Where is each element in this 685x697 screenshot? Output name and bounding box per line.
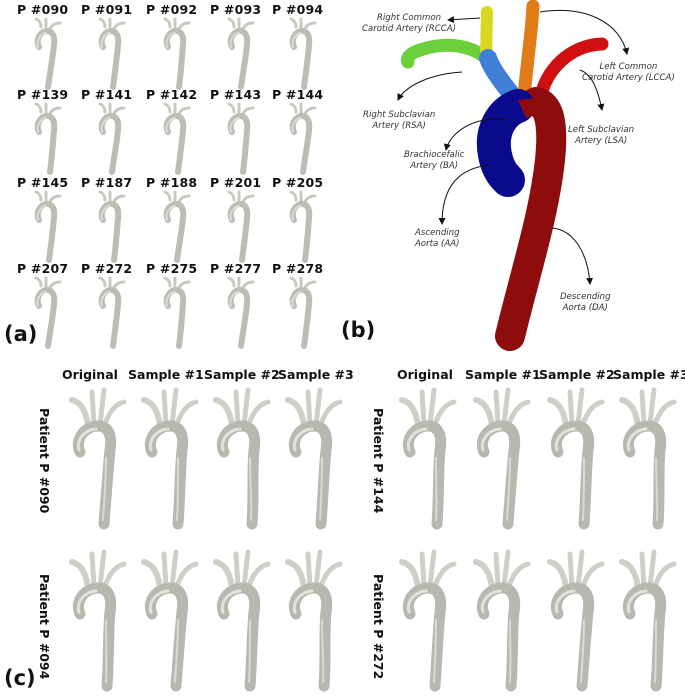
aorta-thumbnail <box>98 276 126 349</box>
aorta-anatomy-diagram <box>397 0 630 351</box>
aorta-thumbnail <box>34 17 62 90</box>
patient-label: P #090 <box>17 2 69 17</box>
patient-label: P #188 <box>146 175 198 190</box>
patient-label: P #139 <box>17 87 69 102</box>
aorta-thumbnail <box>289 102 317 175</box>
aorta-render <box>547 549 605 692</box>
aorta-render <box>69 549 127 692</box>
aorta-thumbnail <box>227 17 255 90</box>
patient-label: P #207 <box>17 261 69 276</box>
col-header-sample1-right: Sample #1 <box>465 367 541 382</box>
aorta-thumbnail <box>34 276 62 349</box>
lcca-segment <box>517 0 540 105</box>
patient-label: P #094 <box>272 2 324 17</box>
row-label-p272: Patient P #272 <box>371 574 386 680</box>
patient-label: P #187 <box>81 175 133 190</box>
aorta-thumbnail <box>163 102 191 175</box>
col-header-sample2-right: Sample #2 <box>539 367 615 382</box>
aorta-render <box>619 549 677 692</box>
patient-label: P #275 <box>146 261 198 276</box>
col-header-original-right: Original <box>397 367 453 382</box>
da-segment <box>495 87 567 351</box>
aorta-thumbnail <box>227 276 255 349</box>
rcca-arrow <box>447 16 481 24</box>
aorta-thumbnail <box>98 190 126 263</box>
aorta-render <box>399 549 457 692</box>
aa-segment <box>476 89 535 197</box>
aorta-render <box>141 549 199 692</box>
aorta-thumbnail <box>163 276 191 349</box>
da-arrow <box>551 227 594 285</box>
arch-top <box>518 98 545 118</box>
panel-b-letter: (b) <box>341 318 376 342</box>
panel-a-letter: (a) <box>4 322 38 346</box>
aorta-thumbnail <box>34 102 62 175</box>
aorta-thumbnail <box>289 276 317 349</box>
patient-label: P #272 <box>81 261 133 276</box>
patient-label: P #091 <box>81 2 133 17</box>
aorta-render <box>285 549 343 692</box>
row-label-p144: Patient P #144 <box>371 408 386 514</box>
aorta-render <box>619 387 677 530</box>
aorta-thumbnail <box>98 102 126 175</box>
patient-label: P #201 <box>210 175 262 190</box>
row-label-p094: Patient P #094 <box>37 574 52 680</box>
lsa-arrow <box>579 69 605 111</box>
patient-label: P #145 <box>17 175 69 190</box>
aorta-render <box>399 387 457 530</box>
col-header-original-left: Original <box>62 367 118 382</box>
aa-arrow <box>438 164 491 225</box>
aorta-thumbnail <box>34 190 62 263</box>
patient-label: P #142 <box>146 87 198 102</box>
patient-label: P #144 <box>272 87 324 102</box>
aorta-thumbnail <box>289 190 317 263</box>
aorta-thumbnail <box>163 190 191 263</box>
row-label-p090: Patient P #090 <box>37 408 52 514</box>
aorta-thumbnail <box>98 17 126 90</box>
aorta-render <box>141 387 199 530</box>
patient-label: P #141 <box>81 87 133 102</box>
lcca-arrow <box>539 10 630 55</box>
patient-label: P #277 <box>210 261 262 276</box>
patient-label: P #278 <box>272 261 324 276</box>
aorta-render <box>69 387 127 530</box>
aorta-thumbnail <box>163 17 191 90</box>
col-header-sample2-left: Sample #2 <box>204 367 280 382</box>
aorta-render <box>473 387 531 530</box>
patient-label: P #093 <box>210 2 262 17</box>
aorta-thumbnail <box>227 190 255 263</box>
patient-label: P #205 <box>272 175 324 190</box>
ba-arrow <box>443 118 509 151</box>
patient-label: P #143 <box>210 87 262 102</box>
panel-c-letter: (c) <box>4 666 36 690</box>
aorta-render <box>473 549 531 692</box>
aorta-render <box>213 549 271 692</box>
aorta-thumbnail <box>227 102 255 175</box>
col-header-sample3-right: Sample #3 <box>613 367 685 382</box>
aorta-render <box>547 387 605 530</box>
aorta-thumbnail <box>289 17 317 90</box>
aorta-render <box>213 387 271 530</box>
col-header-sample3-left: Sample #3 <box>278 367 354 382</box>
aorta-render <box>285 387 343 530</box>
patient-label: P #092 <box>146 2 198 17</box>
col-header-sample1-left: Sample #1 <box>128 367 204 382</box>
rsa-arrow <box>397 71 463 101</box>
